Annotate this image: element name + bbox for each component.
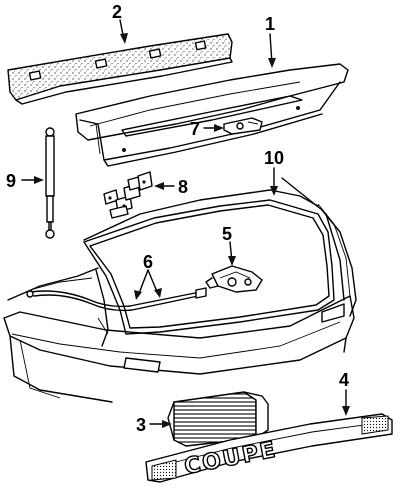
- trunk-lid: [75, 63, 349, 167]
- leader-lines: [21, 19, 350, 428]
- lock-cylinder: [223, 117, 263, 135]
- callout-7: 7: [190, 119, 200, 139]
- gas-strut: [45, 127, 55, 239]
- callout-5: 5: [222, 224, 232, 244]
- hinges: [103, 171, 153, 219]
- trunk-latch: [205, 265, 263, 293]
- callout-3: 3: [136, 415, 146, 435]
- callout-2: 2: [112, 2, 122, 22]
- release-cable: [26, 287, 207, 312]
- callouts: 1 2 3 4 5 6 7 8 9 10: [6, 2, 349, 435]
- callout-1: 1: [265, 14, 275, 34]
- car-body: [3, 177, 357, 403]
- trunk-trim-panel: [7, 33, 233, 105]
- callout-4: 4: [339, 370, 349, 390]
- callout-10: 10: [264, 148, 284, 168]
- callout-9: 9: [6, 171, 16, 191]
- weatherstrip-seal: [83, 199, 335, 335]
- callout-8: 8: [178, 177, 188, 197]
- lamp-assembly: [167, 391, 269, 447]
- callout-6: 6: [143, 252, 153, 272]
